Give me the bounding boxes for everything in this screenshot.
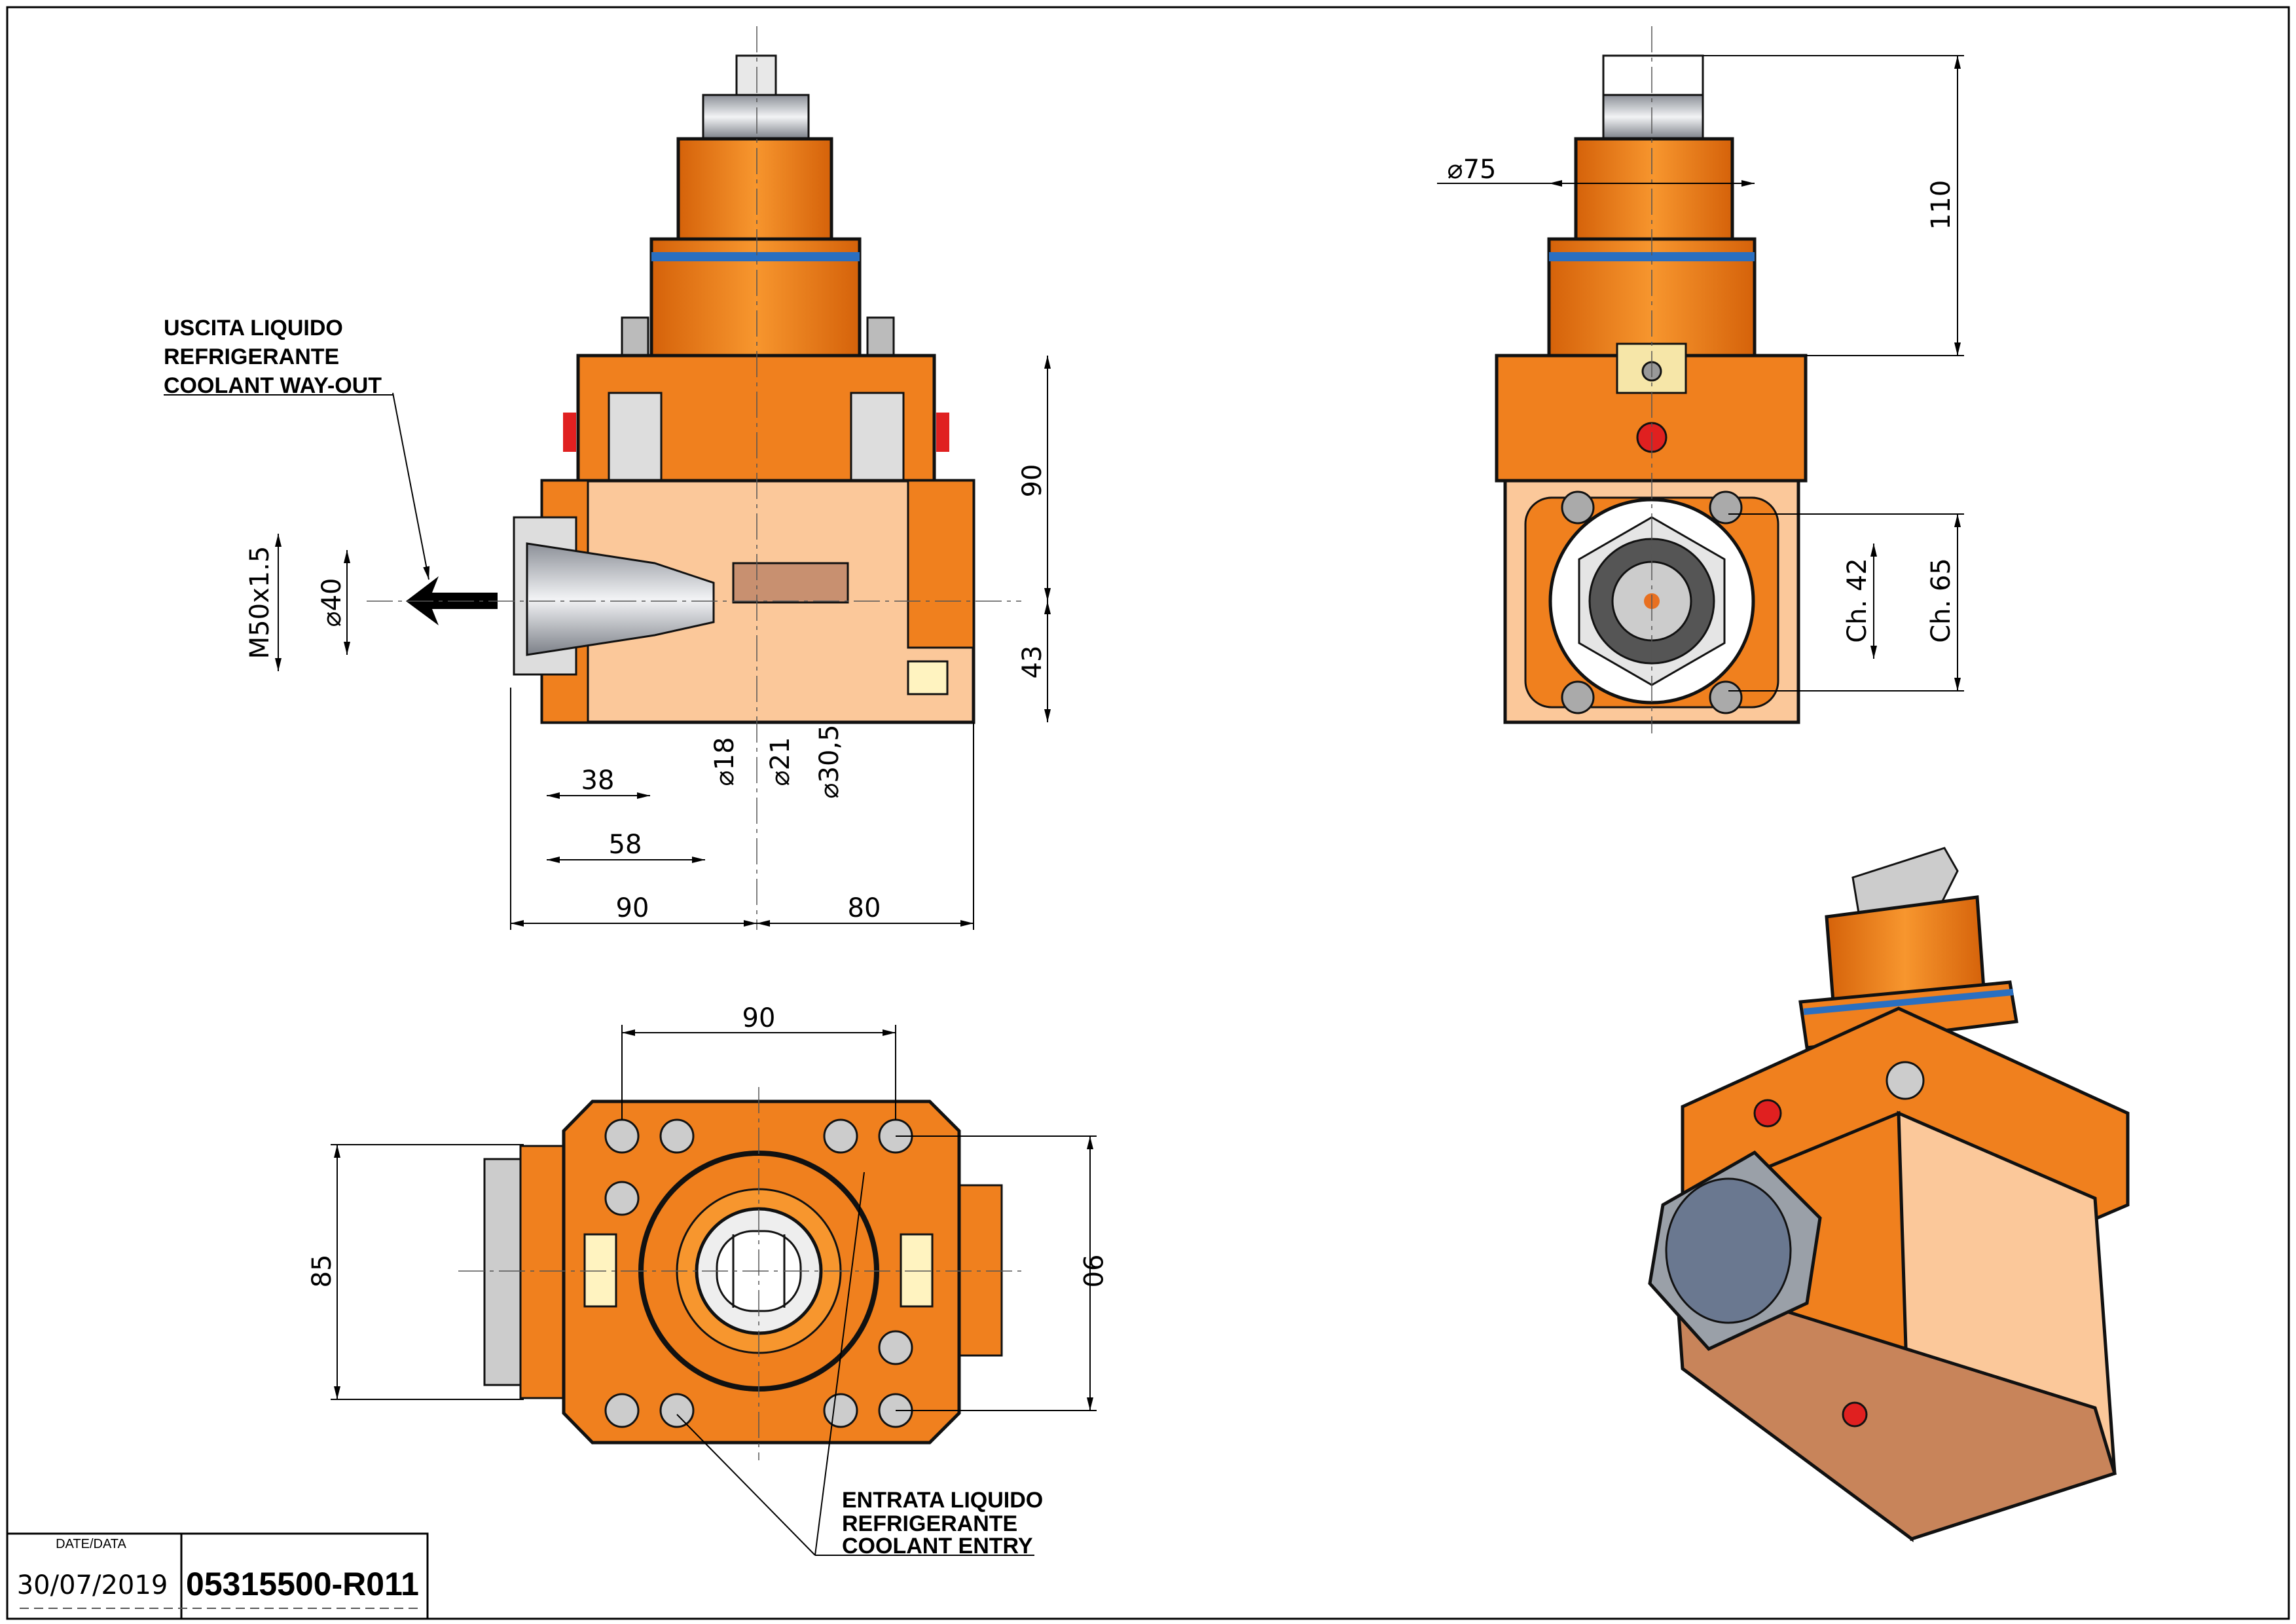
dim-w80: 80 xyxy=(848,893,881,923)
dim-ch42: Ch. 42 xyxy=(1842,558,1872,643)
dim-thread: M50x1.5 xyxy=(245,546,275,659)
front-view: USCITA LIQUIDO REFRIGERANTE COOLANT WAY-… xyxy=(164,26,1051,930)
dim-l58: 58 xyxy=(609,830,642,860)
date-label: DATE/DATA xyxy=(56,1537,126,1551)
part-number: 05315500-R011 xyxy=(186,1566,419,1602)
coolant-outlet-note-line2: REFRIGERANTE xyxy=(164,344,339,369)
dim-h43: 43 xyxy=(1017,646,1048,679)
dim-ch65: Ch. 65 xyxy=(1926,558,1956,643)
drawing-border xyxy=(6,6,2290,1620)
dim-bottom-h85: 85 xyxy=(307,1255,337,1288)
dim-d40: ⌀40 xyxy=(317,578,347,627)
coolant-entry-note-line3: COOLANT ENTRY xyxy=(842,1534,1033,1559)
bottom-view: 90 85 90 ENTRATA LIQUIDO REFRIGERANTE CO… xyxy=(307,1003,1107,1559)
dim-d18: ⌀18 xyxy=(710,737,740,786)
date-value: 30/07/2019 xyxy=(17,1570,168,1600)
dim-w90: 90 xyxy=(616,893,649,923)
dim-d30-5: ⌀30,5 xyxy=(814,724,845,798)
dim-h110: 110 xyxy=(1926,180,1956,230)
dim-d75: ⌀75 xyxy=(1448,155,1497,185)
dim-bottom-w90: 90 xyxy=(742,1003,776,1033)
dim-l38: 38 xyxy=(581,766,615,796)
coolant-outlet-note-line3: COOLANT WAY-OUT xyxy=(164,373,382,398)
dim-d21: ⌀21 xyxy=(765,737,795,786)
isometric-view xyxy=(1648,847,2130,1543)
coolant-entry-note-line1: ENTRATA LIQUIDO xyxy=(842,1488,1043,1513)
coolant-entry-note-line2: REFRIGERANTE xyxy=(842,1511,1017,1536)
coolant-outlet-note-line1: USCITA LIQUIDO xyxy=(164,316,343,341)
title-block: DATE/DATA 30/07/2019 05315500-R011 xyxy=(6,1532,429,1620)
dim-h90: 90 xyxy=(1017,464,1048,498)
dim-bottom-h90: 90 xyxy=(1077,1255,1107,1288)
side-view: ⌀75 110 Ch. 42 Ch. 65 xyxy=(1437,26,1964,733)
